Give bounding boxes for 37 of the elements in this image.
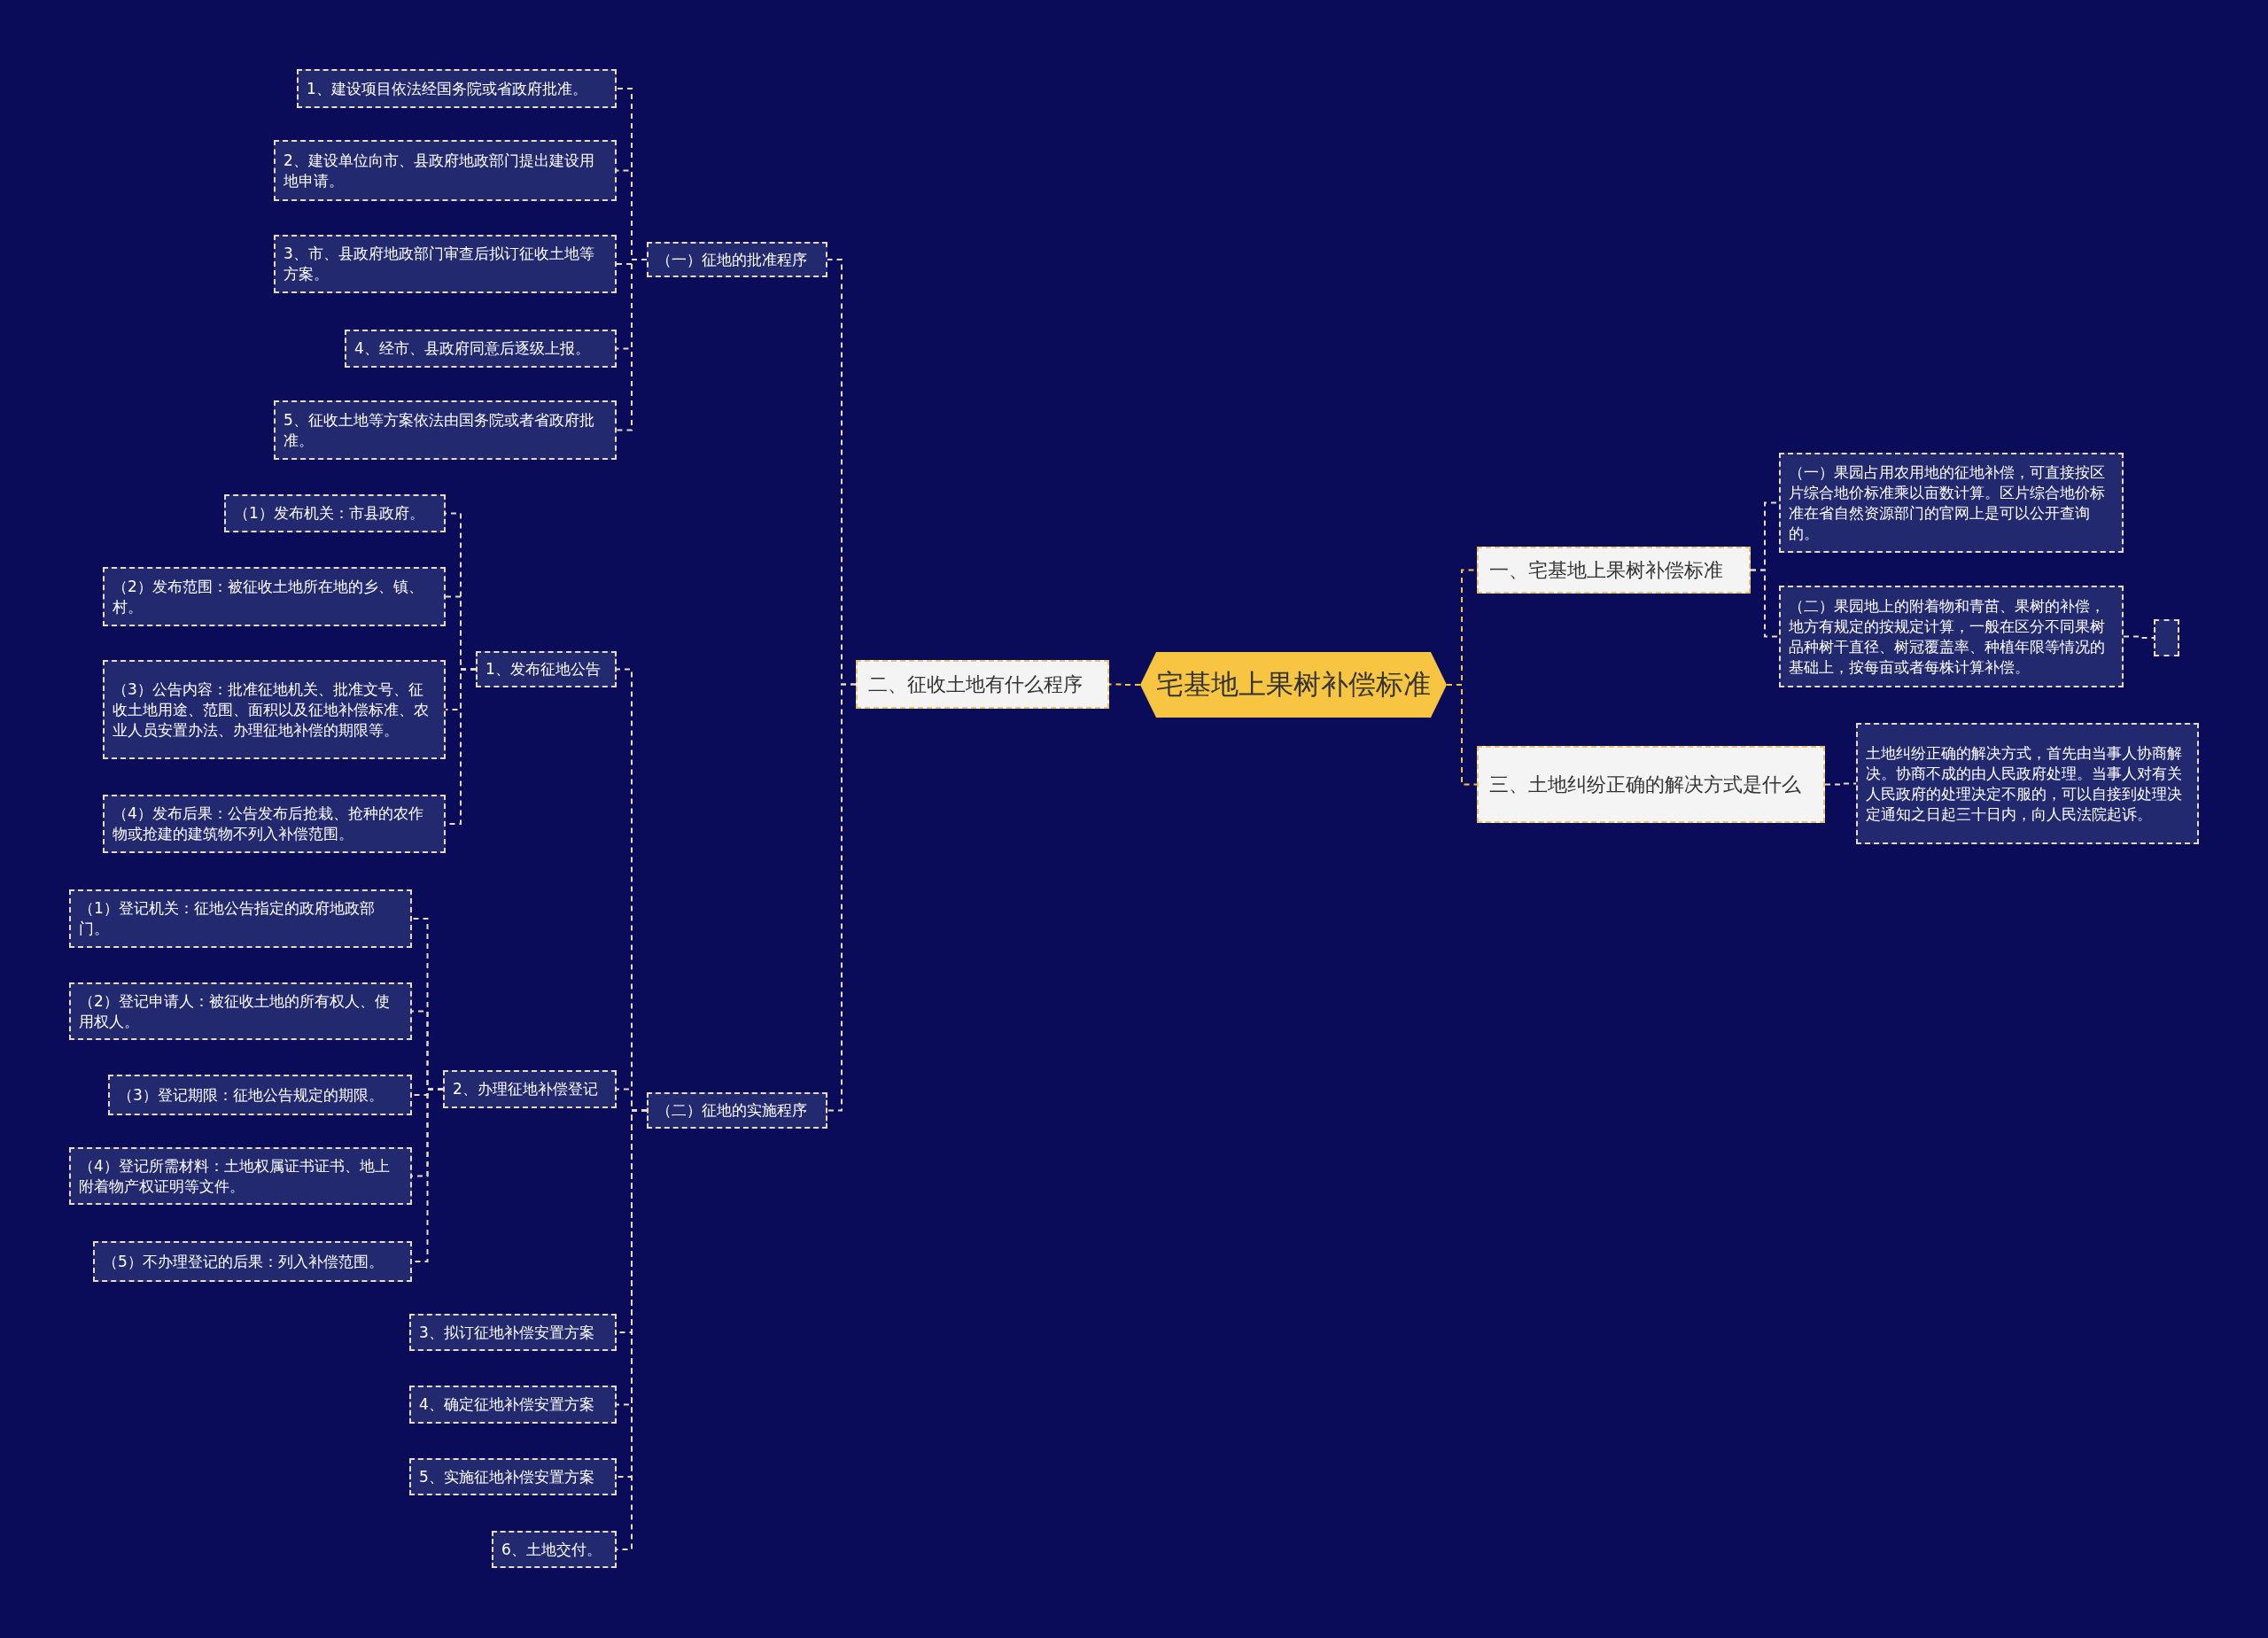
subtopic-box: （一）征地的批准程序 <box>647 242 827 277</box>
subtopic-box: 1、发布征地公告 <box>476 651 617 687</box>
topic-box: 三、土地纠纷正确的解决方式是什么 <box>1477 746 1825 823</box>
subtopic-box: 土地纠纷正确的解决方式，首先由当事人协商解决。协商不成的由人民政府处理。当事人对有关人民政府的处理决定不服的，可以自接到处理决定通知之日起三十日内，向人民法院起诉。 <box>1856 723 2199 844</box>
subtopic-box: （1）登记机关：征地公告指定的政府地政部门。 <box>69 889 412 948</box>
subtopic-box: （二）果园地上的附着物和青苗、果树的补偿，地方有规定的按规定计算，一般在区分不同果树品种树干直径、树冠覆盖率、种植年限等情况的基础上，按每亩或者每株计算补偿。 <box>1779 586 2124 687</box>
subtopic-box: （3）公告内容：批准征地机关、批准文号、征收土地用途、范围、面积以及征地补偿标准、农业人员安置办法、办理征地补偿的期限等。 <box>103 660 446 759</box>
subtopic-box: 1、建设项目依法经国务院或省政府批准。 <box>297 69 617 108</box>
connector-line <box>616 259 648 431</box>
subtopic-box: （一）果园占用农用地的征地补偿，可直接按区片综合地价标准乘以亩数计算。区片综合地价标准在省自然资源部门的官网上是可以公开查询的。 <box>1779 453 2124 553</box>
subtopic-box: （二）征地的实施程序 <box>647 1092 827 1129</box>
subtopic-box: （2）登记申请人：被征收土地的所有权人、使用权人。 <box>69 982 412 1040</box>
subtopic-box: 5、实施征地补偿安置方案 <box>409 1458 617 1495</box>
subtopic-box: （2）发布范围：被征收土地所在地的乡、镇、村。 <box>103 567 446 626</box>
subtopic-box: 6、土地交付。 <box>492 1531 617 1568</box>
subtopic-box: 3、拟订征地补偿安置方案 <box>409 1314 617 1351</box>
subtopic-box: （3）登记期限：征地公告规定的期限。 <box>108 1075 412 1115</box>
connector-line <box>1824 782 1857 786</box>
topic-box: 一、宅基地上果树补偿标准 <box>1477 547 1751 594</box>
subtopic-box: 3、市、县政府地政部门审查后拟订征收土地等方案。 <box>274 235 617 293</box>
subtopic-box: （4）发布后果：公告发布后抢栽、抢种的农作物或抢建的建筑物不列入补偿范围。 <box>103 795 446 853</box>
subtopic-box: 2、办理征地补偿登记 <box>443 1070 617 1108</box>
connector-line <box>827 683 857 1112</box>
subtopic-box: （1）发布机关：市县政府。 <box>224 494 446 532</box>
subtopic-box: 5、征收土地等方案依法由国务院或者省政府批准。 <box>274 400 617 460</box>
connector-line <box>1446 684 1478 786</box>
subtopic-box: 4、经市、县政府同意后逐级上报。 <box>345 330 617 368</box>
empty-box <box>2154 619 2179 656</box>
central-topic: 宅基地上果树补偿标准 <box>1140 652 1447 718</box>
connector-line <box>1108 683 1141 686</box>
subtopic-box: （4）登记所需材料：土地权属证书证书、地上附着物产权证明等文件。 <box>69 1147 412 1205</box>
connector-line <box>2123 635 2155 639</box>
connector-line <box>1750 569 1780 638</box>
topic-box: 二、征收土地有什么程序 <box>856 660 1109 709</box>
subtopic-box: （5）不办理登记的后果：列入补偿范围。 <box>93 1241 412 1282</box>
subtopic-box: 4、确定征地补偿安置方案 <box>409 1386 617 1424</box>
subtopic-box: 2、建设单位向市、县政府地政部门提出建设用地申请。 <box>274 140 617 201</box>
